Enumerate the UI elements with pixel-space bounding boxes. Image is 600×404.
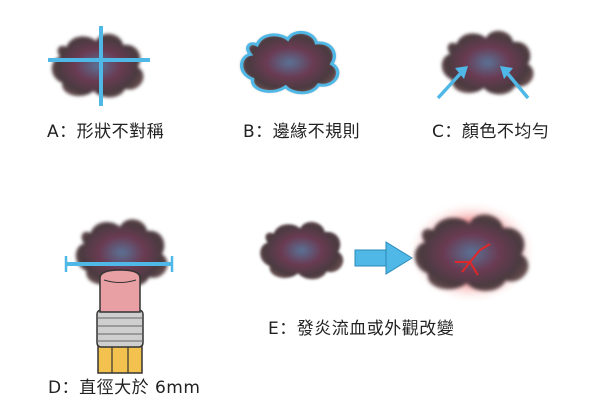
lesion-asymmetry (48, 26, 150, 106)
label-color: C：顏色不均勻 (432, 122, 550, 142)
diameter-bar (64, 256, 174, 272)
bleeding-mark (455, 243, 491, 276)
lesion-diameter (64, 219, 174, 374)
lesion-evolving (260, 200, 537, 304)
lesion-border (239, 30, 340, 95)
right-arrow-icon (354, 241, 413, 275)
label-asymmetry: A：形狀不對稱 (47, 122, 165, 142)
label-border: B：邊緣不規則 (243, 122, 361, 142)
label-evolving: E：發炎流血或外觀改變 (268, 319, 455, 339)
label-diameter: D：直徑大於 6mm (48, 378, 201, 398)
lesion-color (436, 30, 534, 100)
arrows-icon (436, 66, 530, 100)
pencil-icon (96, 269, 144, 374)
